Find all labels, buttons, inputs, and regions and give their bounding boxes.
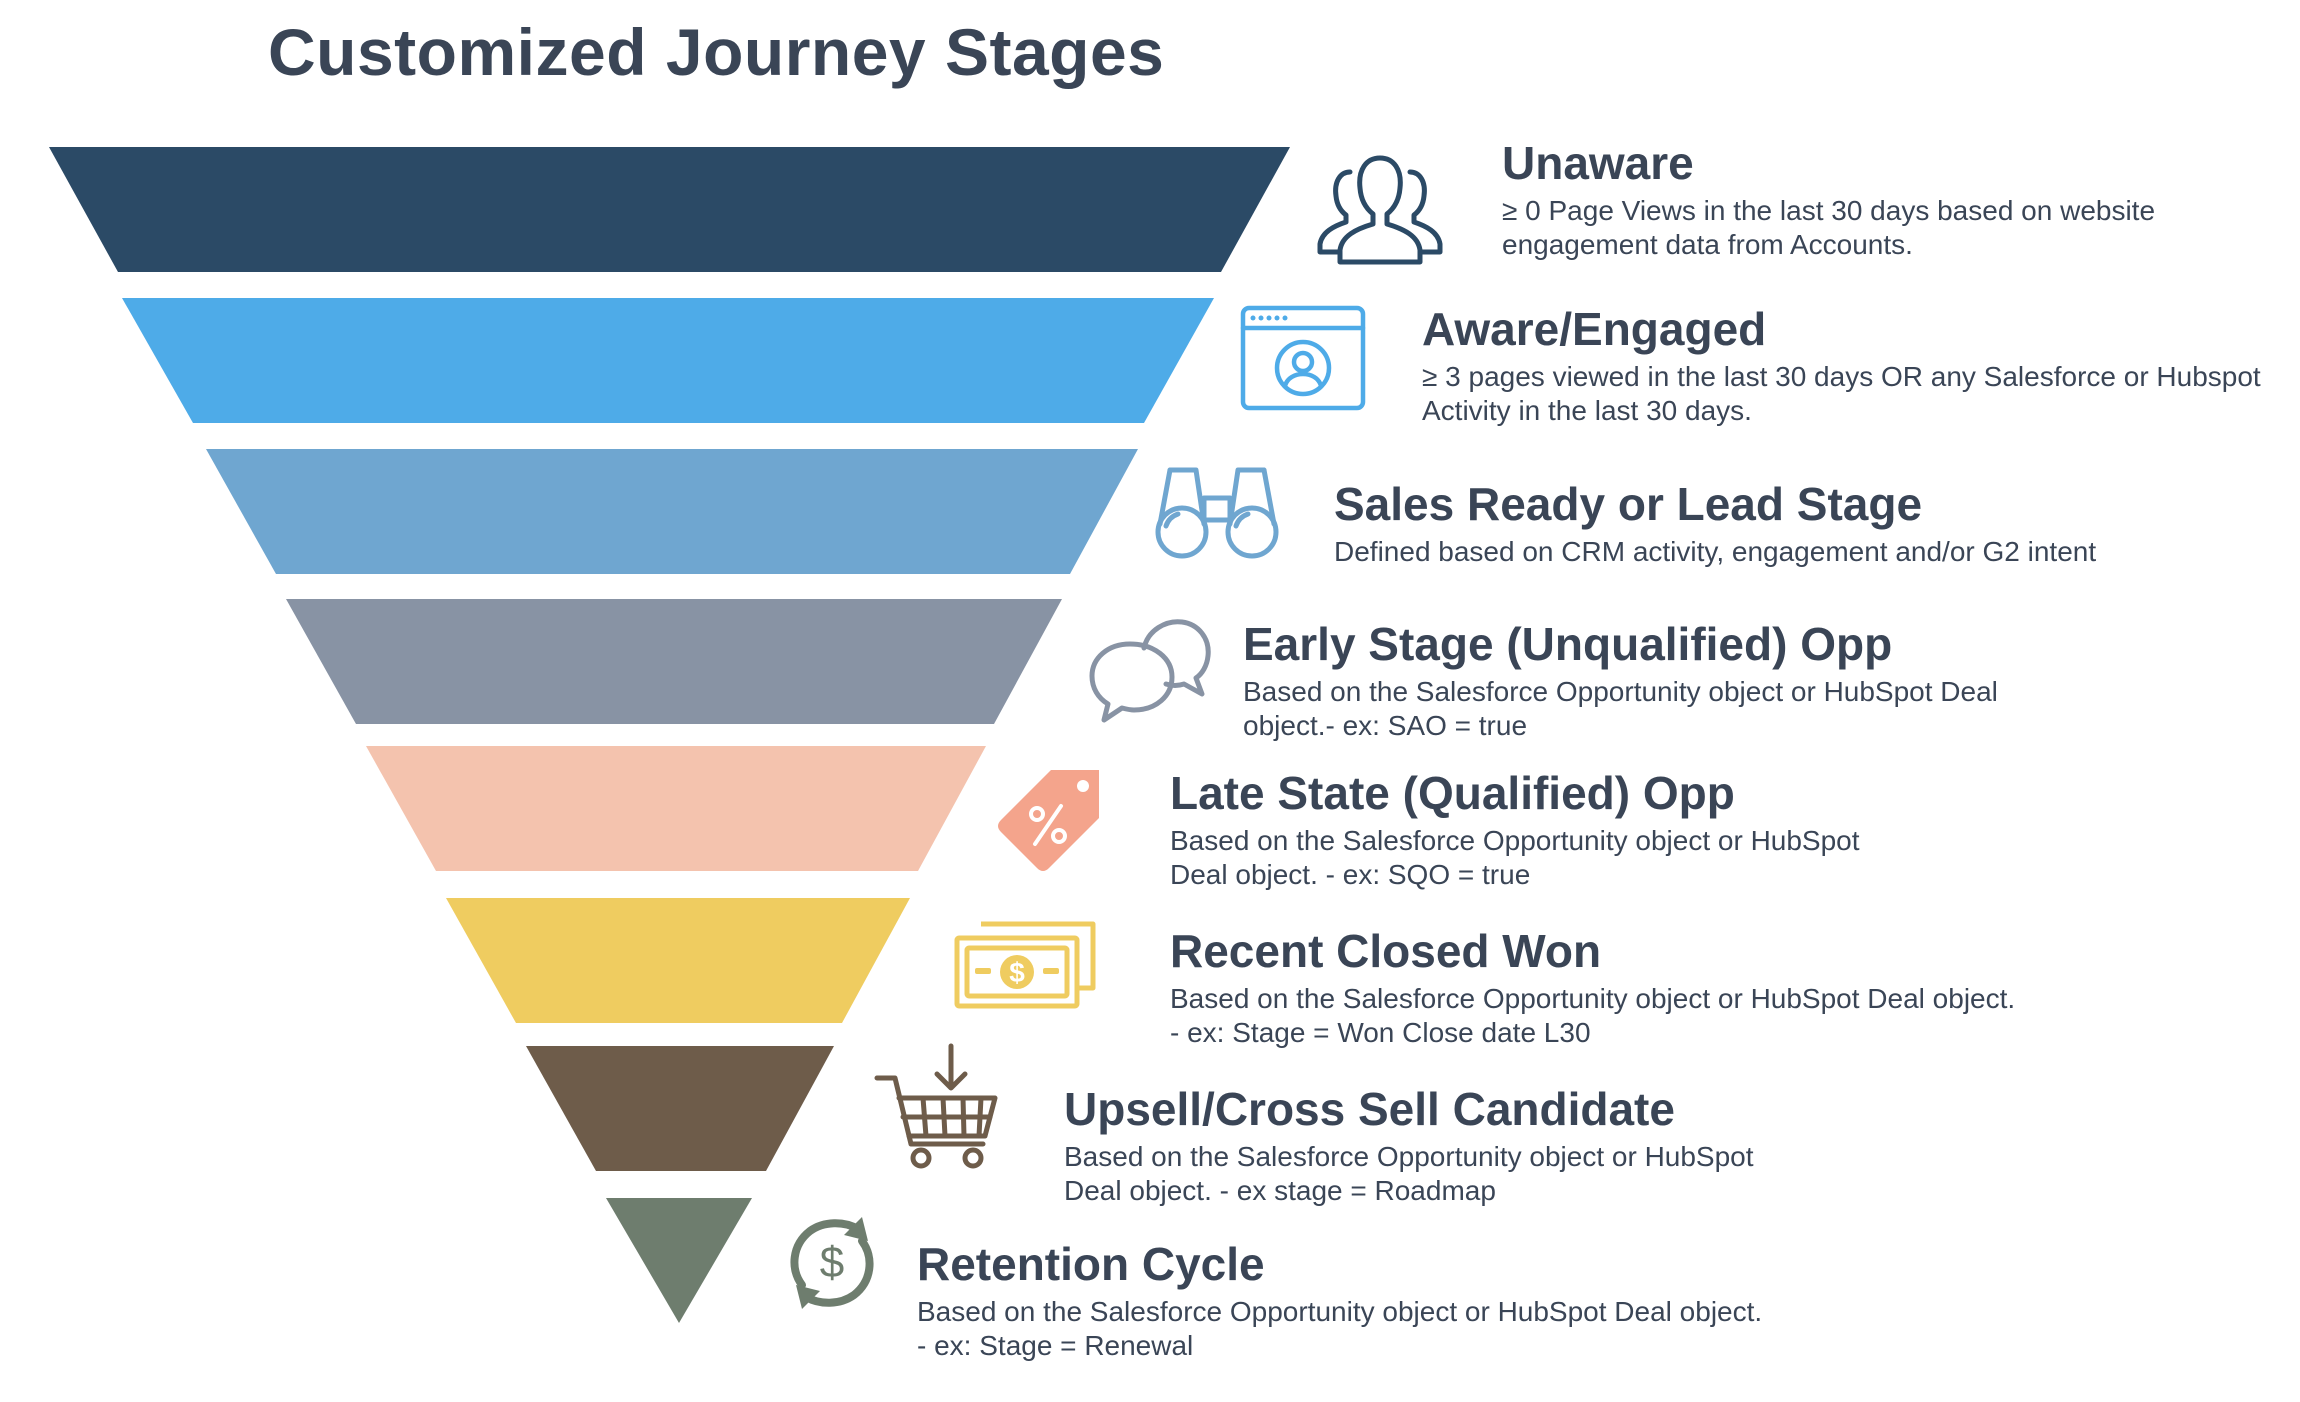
stage-aware-engaged: Aware/Engaged ≥ 3 pages viewed in the la… [1422, 302, 2261, 428]
svg-text:$: $ [820, 1238, 844, 1287]
stage-early-stage-opp: Early Stage (Unqualified) Opp Based on t… [1243, 617, 1998, 743]
shopping-cart-icon [874, 1043, 998, 1169]
stage-retention-cycle: Retention Cycle Based on the Salesforce … [917, 1237, 1762, 1363]
funnel-segment-unaware [49, 147, 1290, 272]
percent-tag-icon [998, 770, 1099, 871]
stage-recent-closed-won: Recent Closed Won Based on the Salesforc… [1170, 924, 2015, 1050]
stage-title: Retention Cycle [917, 1238, 1265, 1290]
stage-title: Upsell/Cross Sell Candidate [1064, 1083, 1675, 1135]
page-title: Customized Journey Stages [268, 15, 1165, 89]
stage-description-line-2: object.- ex: SAO = true [1243, 710, 1528, 741]
funnel-segment-closed-won [446, 898, 910, 1023]
stage-description-line-2: engagement data from Accounts. [1502, 229, 1913, 260]
stage-title: Late State (Qualified) Opp [1170, 767, 1735, 819]
stage-title: Aware/Engaged [1422, 303, 1767, 355]
stage-title: Early Stage (Unqualified) Opp [1243, 618, 1893, 670]
binoculars-icon [1155, 467, 1279, 559]
stage-title: Recent Closed Won [1170, 925, 1602, 977]
stage-description-line-2: Deal object. - ex: SQO = true [1170, 859, 1531, 890]
stage-description-line-1: Based on the Salesforce Opportunity obje… [1170, 825, 1860, 856]
stage-description-line-2: - ex: Stage = Won Close date L30 [1170, 1017, 1591, 1048]
funnel-segment-upsell [526, 1046, 834, 1171]
stage-description-line-2: Deal object. - ex stage = Roadmap [1064, 1175, 1496, 1206]
people-group-icon [1317, 155, 1443, 265]
stage-description-line-2: - ex: Stage = Renewal [917, 1330, 1194, 1361]
funnel-segment-aware [122, 298, 1214, 423]
stage-description-line-1: Based on the Salesforce Opportunity obje… [1064, 1141, 1754, 1172]
stage-title: Sales Ready or Lead Stage [1334, 478, 1923, 530]
money-bills-icon: $ [954, 921, 1096, 1009]
stage-description-line-1: ≥ 0 Page Views in the last 30 days based… [1502, 195, 2156, 226]
funnel-segment-sales-ready [206, 449, 1138, 574]
funnel-segment-retention [606, 1198, 752, 1323]
dollar-cycle-icon: $ [790, 1217, 874, 1309]
stage-description-line-1: ≥ 3 pages viewed in the last 30 days OR … [1422, 361, 2261, 392]
stage-upsell-cross-sell: Upsell/Cross Sell Candidate Based on the… [1064, 1082, 1754, 1208]
stage-description-line-1: Based on the Salesforce Opportunity obje… [1243, 676, 1998, 707]
stage-late-state-opp: Late State (Qualified) Opp Based on the … [1170, 766, 1860, 892]
chat-bubbles-icon [1089, 619, 1211, 723]
stage-sales-ready: Sales Ready or Lead Stage Defined based … [1334, 477, 2096, 569]
svg-text:$: $ [1009, 957, 1025, 988]
browser-user-icon [1240, 305, 1366, 411]
stage-description-line-2: Activity in the last 30 days. [1422, 395, 1752, 426]
stage-description-line-1: Based on the Salesforce Opportunity obje… [1170, 983, 2016, 1014]
stage-unaware: Unaware ≥ 0 Page Views in the last 30 da… [1502, 136, 2155, 262]
stage-description-line-1: Defined based on CRM activity, engagemen… [1334, 536, 2097, 567]
funnel-segment-early-stage [286, 599, 1062, 724]
stage-description-line-1: Based on the Salesforce Opportunity obje… [917, 1296, 1763, 1327]
funnel-segment-late-stage [366, 746, 986, 871]
stage-title: Unaware [1502, 137, 1694, 189]
